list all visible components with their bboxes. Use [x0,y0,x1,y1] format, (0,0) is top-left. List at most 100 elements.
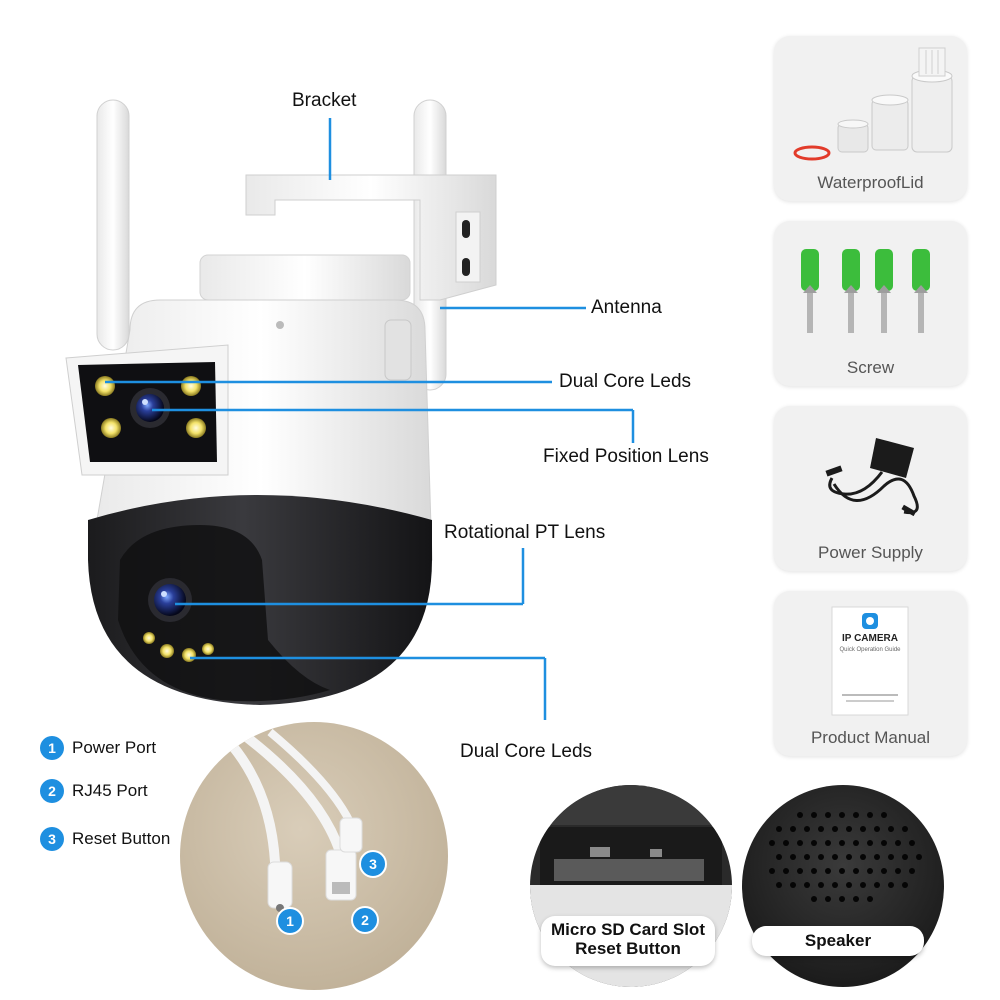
speaker-hole [804,854,810,860]
speaker-hole [867,868,873,874]
speaker-hole [853,868,859,874]
speaker-hole [916,854,922,860]
speaker-hole [790,882,796,888]
manual-cover-title: IP CAMERA [842,633,898,644]
legend-label: Power Port [72,738,157,757]
speaker-hole [860,854,866,860]
speaker-hole [860,882,866,888]
speaker-hole [811,868,817,874]
led-icon [95,376,115,396]
speaker-hole [804,826,810,832]
speaker-hole [867,840,873,846]
speaker-hole [874,854,880,860]
speaker-hole [769,840,775,846]
speaker-hole [797,840,803,846]
cable-icon [216,728,363,912]
speaker-hole [867,896,873,902]
speaker-hole [825,868,831,874]
accessory-label: WaterproofLid [817,173,924,192]
accessory-card-screw: Screw [774,221,967,386]
led-icon [182,648,196,662]
bracket [199,174,497,301]
speaker-hole [797,868,803,874]
speaker-hole [846,854,852,860]
speaker-hole [769,868,775,874]
port-badge-reset: 3 [359,850,387,878]
speaker-hole [811,896,817,902]
sd-slot-label-line2: Reset Button [575,939,681,958]
speaker-label: Speaker [752,926,924,956]
led-icon [181,376,201,396]
speaker-hole [895,868,901,874]
power-adapter-icon [825,438,919,517]
legend-number-badge: 2 [40,779,64,803]
accessory-card-power-supply: Power Supply [774,406,967,571]
speaker-icon [769,812,922,902]
accessory-label: Screw [846,358,895,377]
waterproof-lid-icon [793,47,953,161]
speaker-hole [811,812,817,818]
speaker-hole [853,840,859,846]
legend-number-badge: 3 [40,827,64,851]
speaker-hole [818,826,824,832]
speaker-hole [888,882,894,888]
led-icon [101,418,121,438]
speaker-hole [839,868,845,874]
speaker-hole [853,896,859,902]
speaker-hole [818,882,824,888]
legend-label: Reset Button [72,829,171,848]
accessory-card-waterproof-lid: WaterproofLid [774,36,967,201]
speaker-hole [776,882,782,888]
speaker-photo [742,785,944,987]
port-badge-rj45: 2 [351,906,379,934]
speaker-hole [881,812,887,818]
speaker-hole [804,882,810,888]
speaker-hole [874,826,880,832]
speaker-hole [888,854,894,860]
speaker-hole [832,882,838,888]
speaker-hole [839,840,845,846]
speaker-hole [853,812,859,818]
speaker-hole [825,812,831,818]
speaker-hole [832,854,838,860]
speaker-hole [839,812,845,818]
callout-dual-core-leds-top: Dual Core Leds [559,371,692,392]
port-badge-power: 1 [276,907,304,935]
sd-slot-label: Micro SD Card Slot Reset Button [541,916,715,966]
speaker-hole [825,896,831,902]
led-icon [202,643,214,655]
callout-bracket: Bracket [292,90,357,111]
callout-lines [105,118,635,720]
legend-label: RJ45 Port [72,781,148,800]
accessory-label: Product Manual [810,728,931,747]
speaker-hole [790,826,796,832]
accessory-card-product-manual: IP CAMERA Quick Operation Guide Product … [774,591,967,756]
legend-reset-button: 3 Reset Button [40,826,170,852]
left-antenna [96,99,130,351]
callout-rotational-pt-lens: Rotational PT Lens [444,522,606,543]
speaker-hole [860,826,866,832]
speaker-hole [902,854,908,860]
sd-slot-label-line1: Micro SD Card Slot [551,920,705,939]
legend-rj45-port: 2 RJ45 Port [40,778,148,804]
speaker-hole [818,854,824,860]
speaker-hole [895,840,901,846]
speaker-hole [881,840,887,846]
speaker-hole [776,854,782,860]
speaker-hole [797,812,803,818]
legend-power-port: 1 Power Port [40,735,156,761]
speaker-hole [909,868,915,874]
speaker-hole [888,826,894,832]
speaker-hole [846,882,852,888]
callout-dual-core-leds-bottom: Dual Core Leds [460,741,593,762]
callout-fixed-position-lens: Fixed Position Lens [543,446,709,467]
speaker-hole [909,840,915,846]
callout-antenna: Antenna [591,297,662,318]
speaker-hole [811,840,817,846]
screw-icon [801,249,930,333]
cable-photo [180,722,448,990]
legend-number-badge: 1 [40,736,64,760]
pt-lens-group [143,578,214,662]
led-icon [143,632,155,644]
speaker-hole [839,896,845,902]
